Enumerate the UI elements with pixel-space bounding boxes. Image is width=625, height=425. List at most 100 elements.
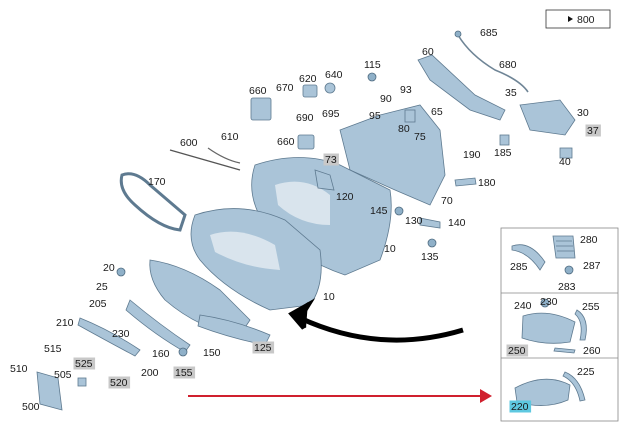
callout-highlight-37 <box>585 124 601 137</box>
trim-strip-part <box>511 244 546 271</box>
bracket-620 <box>302 84 318 98</box>
callout-80[interactable]: 80 <box>398 123 410 135</box>
callout-150[interactable]: 150 <box>203 347 221 359</box>
callout-610[interactable]: 610 <box>221 131 239 143</box>
bracket-185 <box>499 134 510 146</box>
callout-145[interactable]: 145 <box>370 205 388 217</box>
callout-highlight-220 <box>509 400 532 413</box>
callout-220[interactable]: 220 <box>511 401 529 413</box>
callout-20[interactable]: 20 <box>103 262 115 274</box>
callout-500[interactable]: 500 <box>22 401 40 413</box>
license-plate-500 <box>36 371 63 411</box>
bracket-30 <box>519 99 576 136</box>
callout-660[interactable]: 660 <box>249 85 267 97</box>
main-assembly <box>36 30 576 411</box>
callout-255[interactable]: 255 <box>582 301 600 313</box>
trim-cover-part <box>574 309 587 341</box>
arrow-right-icon <box>568 16 573 22</box>
bracket-130 <box>419 217 441 229</box>
callout-180[interactable]: 180 <box>478 177 496 189</box>
callout-140[interactable]: 140 <box>448 217 466 229</box>
callout-225[interactable]: 225 <box>577 366 595 378</box>
callout-250[interactable]: 250 <box>508 345 526 357</box>
callout-525[interactable]: 525 <box>75 358 93 370</box>
callout-695[interactable]: 695 <box>322 108 340 120</box>
callout-60[interactable]: 60 <box>422 46 434 58</box>
callout-135[interactable]: 135 <box>421 251 439 263</box>
callout-75[interactable]: 75 <box>414 131 426 143</box>
callout-170[interactable]: 170 <box>148 176 166 188</box>
callout-93[interactable]: 93 <box>400 84 412 96</box>
callout-260[interactable]: 260 <box>583 345 601 357</box>
callout-160[interactable]: 160 <box>152 348 170 360</box>
callout-620[interactable]: 620 <box>299 73 317 85</box>
callout-185[interactable]: 185 <box>494 147 512 159</box>
clip-part <box>564 265 574 275</box>
black-arrow-head-icon <box>290 302 308 328</box>
callout-280[interactable]: 280 <box>580 234 598 246</box>
callout-125[interactable]: 125 <box>254 342 272 354</box>
callout-70[interactable]: 70 <box>441 195 453 207</box>
callout-highlight-250 <box>506 344 529 357</box>
callout-240[interactable]: 240 <box>514 300 532 312</box>
clip-640 <box>324 82 336 94</box>
callout-660b[interactable]: 660 <box>277 136 295 148</box>
callout-283[interactable]: 283 <box>558 281 576 293</box>
callout-73[interactable]: 73 <box>325 154 337 166</box>
callout-680[interactable]: 680 <box>499 59 517 71</box>
nut-505 <box>77 377 87 387</box>
callout-230b[interactable]: 230 <box>540 296 558 308</box>
callout-120[interactable]: 120 <box>336 191 354 203</box>
callout-130[interactable]: 130 <box>405 215 423 227</box>
harness-610 <box>207 147 241 164</box>
reference-800-box[interactable]: 800 <box>545 9 611 29</box>
callout-labels: 685 60 680 115 620 640 660 670 93 90 35 65 30 690 695 9… <box>10 27 601 413</box>
callout-95[interactable]: 95 <box>369 110 381 122</box>
callout-205[interactable]: 205 <box>89 298 107 310</box>
clip-155 <box>178 347 188 357</box>
clip-part-2 <box>540 298 550 308</box>
callout-230[interactable]: 230 <box>112 328 130 340</box>
callout-10b[interactable]: 10 <box>323 291 335 303</box>
crossmember-60 <box>417 54 506 121</box>
callout-690[interactable]: 690 <box>296 112 314 124</box>
callout-37[interactable]: 37 <box>587 125 599 137</box>
callout-505[interactable]: 505 <box>54 369 72 381</box>
sensor-660 <box>250 97 272 121</box>
reference-800-label: 800 <box>577 14 595 26</box>
clip-135 <box>427 238 437 248</box>
callout-40[interactable]: 40 <box>559 156 571 168</box>
bolt-part <box>553 347 576 354</box>
callout-515[interactable]: 515 <box>44 343 62 355</box>
callout-200[interactable]: 200 <box>141 367 159 379</box>
callout-285[interactable]: 285 <box>510 261 528 273</box>
bracket-90 <box>404 109 416 123</box>
callout-25[interactable]: 25 <box>96 281 108 293</box>
callout-210[interactable]: 210 <box>56 317 74 329</box>
callout-155[interactable]: 155 <box>175 367 193 379</box>
callout-highlight-155 <box>173 366 196 379</box>
callout-90[interactable]: 90 <box>380 93 392 105</box>
clip-20 <box>116 267 126 277</box>
callout-600[interactable]: 600 <box>180 137 198 149</box>
callout-640[interactable]: 640 <box>325 69 343 81</box>
callout-30[interactable]: 30 <box>577 107 589 119</box>
strip-210 <box>77 317 141 357</box>
inset-panels <box>500 227 619 422</box>
callout-670[interactable]: 670 <box>276 82 294 94</box>
callout-10a[interactable]: 10 <box>384 243 396 255</box>
red-arrow-head-icon <box>480 389 492 403</box>
callout-520[interactable]: 520 <box>110 377 128 389</box>
bracket-180 <box>454 177 477 187</box>
callout-510[interactable]: 510 <box>10 363 28 375</box>
callout-287[interactable]: 287 <box>583 260 601 272</box>
harness-600 <box>169 149 241 171</box>
callout-115[interactable]: 115 <box>364 59 381 71</box>
callout-highlight-520 <box>108 376 131 389</box>
callout-685[interactable]: 685 <box>480 27 498 39</box>
callout-65[interactable]: 65 <box>431 106 443 118</box>
callout-190[interactable]: 190 <box>463 149 481 161</box>
callout-35[interactable]: 35 <box>505 87 517 99</box>
clip-145 <box>394 206 404 216</box>
